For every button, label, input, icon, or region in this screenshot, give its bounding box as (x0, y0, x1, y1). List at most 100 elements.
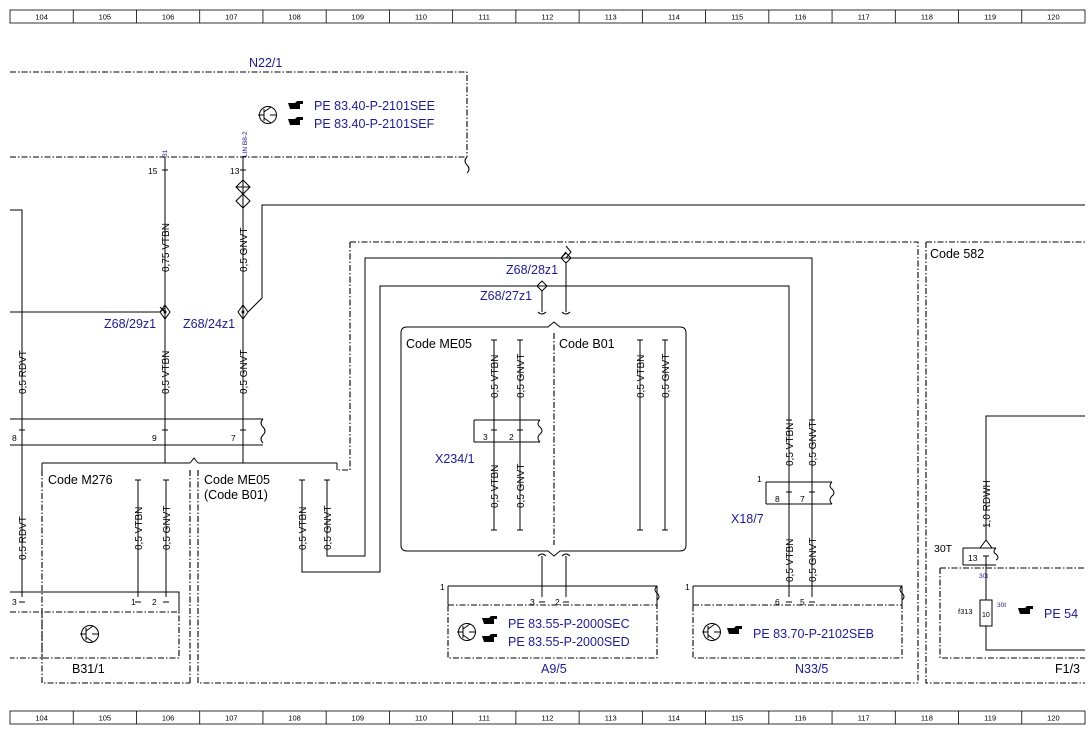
grid-column-label: 112 (542, 714, 554, 723)
wire-label: 0,5 VTBN (636, 355, 647, 398)
wire-label: 0,5 RDVT (18, 350, 29, 394)
wire-label: 0,5 GNVT (661, 354, 672, 398)
module-n22-1: N22/1 PE 83.40-P-2101SEE PE 83.40-P-2101… (10, 56, 470, 176)
pin-label: 2 (555, 597, 560, 607)
pin-label: 30T (934, 543, 953, 555)
pin-label: 13 (230, 166, 240, 176)
module-a9-5-label: A9/5 (541, 662, 567, 676)
grid-column-label: 110 (415, 714, 427, 723)
wire-label: 1,0 RDWH (982, 480, 993, 528)
code-m276-label: Code M276 (48, 473, 113, 487)
wire-label: 0,5 VTBN (161, 351, 172, 394)
pin-label: 1 (685, 582, 690, 592)
grid-column-label: 114 (668, 13, 680, 22)
pin-label: 6 (775, 597, 780, 607)
grid-column-label: 105 (99, 13, 112, 22)
pin-label: 8 (775, 494, 780, 504)
grid-column-label: 110 (415, 13, 427, 22)
node-z68-29z1[interactable]: Z68/29z1 (104, 317, 156, 331)
grid-column-label: 112 (542, 13, 554, 22)
grid-column-label: 116 (794, 714, 806, 723)
pe-ref-n33-5[interactable]: PE 83.70-P-2102SEB (753, 627, 874, 641)
grid-column-label: 107 (225, 714, 238, 723)
module-b31-1: 3 1 2 B31/1 (10, 591, 180, 676)
fuse-icon (979, 599, 993, 627)
left-wires: 0,75 VTBN 0,5 GNVT 0,5 RDVT 0,5 VTBN 0,5… (10, 170, 1085, 430)
pe-ref-n22-1-a[interactable]: PE 83.40-P-2101SEE (314, 99, 435, 113)
module-a9-5: 1 3 2 PE 83.55-P-2000SEC PE 83.55-P-2000… (440, 582, 660, 676)
pe-ref-a9-5-a[interactable]: PE 83.55-P-2000SEC (508, 617, 630, 631)
module-b31-1-label: B31/1 (72, 662, 105, 676)
pin-label: 8 (12, 433, 17, 443)
pin-label: 15 (148, 166, 158, 176)
fuse-label: f313 (958, 607, 973, 616)
reference-hand-icon (727, 626, 742, 634)
grid-column-label: 117 (858, 714, 870, 723)
module-n33-5-label: N33/5 (795, 662, 828, 676)
grid-column-label: 117 (858, 13, 870, 22)
fuse-signal-label: 30t (979, 573, 988, 580)
module-f1-3-label: F1/3 (1055, 662, 1080, 676)
wire-label: 0,5 RDVT (18, 516, 29, 560)
code-me05-block-label: Code ME05 (406, 337, 472, 351)
wire-label: 0,5 VTBN (490, 465, 501, 508)
pin-signal-label: 31 (162, 149, 169, 157)
wire-label: 0,5 GNVT (239, 228, 250, 272)
pe-ref-a9-5-b[interactable]: PE 83.55-P-2000SED (508, 635, 630, 649)
wire-label: 0,5 VTBN (298, 507, 309, 550)
wire-label: 0,5 VTBN (785, 423, 796, 466)
pin-label: 9 (152, 433, 157, 443)
wire-label: 0,5 GNVT (808, 422, 819, 466)
transistor-icon (258, 106, 277, 124)
fuse-value: 10 (982, 612, 990, 619)
grid-column-label: 113 (605, 13, 617, 22)
wire-label: 0,5 GNVT (808, 538, 819, 582)
grid-column-label: 108 (288, 714, 301, 723)
pe-ref-f1-3[interactable]: PE 54 (1044, 607, 1078, 621)
pin-label: 2 (152, 597, 157, 607)
reference-hand-icon (482, 616, 497, 642)
pin-label: 3 (12, 597, 17, 607)
grid-column-label: 119 (984, 13, 996, 22)
connector-x18-7[interactable]: X18/7 (731, 512, 764, 526)
code-582-frame: Code 582 1,0 RDWH 13 30T 30t 30t 10 f313… (925, 241, 1085, 684)
grid-column-label: 120 (1047, 13, 1060, 22)
grid-column-label: 118 (921, 13, 933, 22)
pin-label: 7 (800, 494, 805, 504)
node-z68-27z1[interactable]: Z68/27z1 (480, 289, 532, 303)
wire-label: 0,5 VTBN (785, 539, 796, 582)
grid-column-label: 111 (479, 714, 490, 723)
grid-column-label: 114 (668, 714, 680, 723)
pin-label: 2 (509, 432, 514, 442)
code-me05-label: Code ME05 (204, 473, 270, 487)
wire-label: 0,5 GNVT (516, 464, 527, 508)
pe-ref-n22-1-b[interactable]: PE 83.40-P-2101SEF (314, 117, 435, 131)
grid-column-label: 109 (352, 13, 365, 22)
grid-column-label: 111 (479, 13, 490, 22)
node-z68-28z1[interactable]: Z68/28z1 (506, 263, 558, 277)
grid-column-label: 106 (162, 714, 175, 723)
wire-label: 0,75 VTBN (161, 223, 172, 272)
connector-x234-1[interactable]: X234/1 (435, 452, 475, 466)
wire-label: 0,5 VTBN (490, 355, 501, 398)
wire-label: 0,5 VTBN (134, 507, 145, 550)
reference-hand-icon (1018, 606, 1033, 614)
grid-column-label: 118 (921, 714, 933, 723)
pin-label: 1 (440, 582, 445, 592)
grid-column-label: 120 (1047, 714, 1060, 723)
code-b01-block-label: Code B01 (559, 337, 615, 351)
fuse-signal-label: 30t (997, 602, 1006, 609)
grid-column-label: 107 (225, 13, 238, 22)
grid-column-label: 108 (288, 13, 301, 22)
module-n22-1-label: N22/1 (249, 56, 282, 70)
code-frames-left: Code M276 Code ME05 (Code B01) 0,5 VTBN … (18, 257, 918, 684)
connector-main: 8 9 7 (10, 418, 266, 597)
node-z68-24z1[interactable]: Z68/24z1 (183, 317, 235, 331)
transistor-icon (80, 625, 99, 643)
grid-column-label: 104 (35, 714, 48, 723)
wire-label: 0,5 GNVT (239, 350, 250, 394)
grid-column-label: 106 (162, 13, 175, 22)
pin-label: 1 (131, 597, 136, 607)
